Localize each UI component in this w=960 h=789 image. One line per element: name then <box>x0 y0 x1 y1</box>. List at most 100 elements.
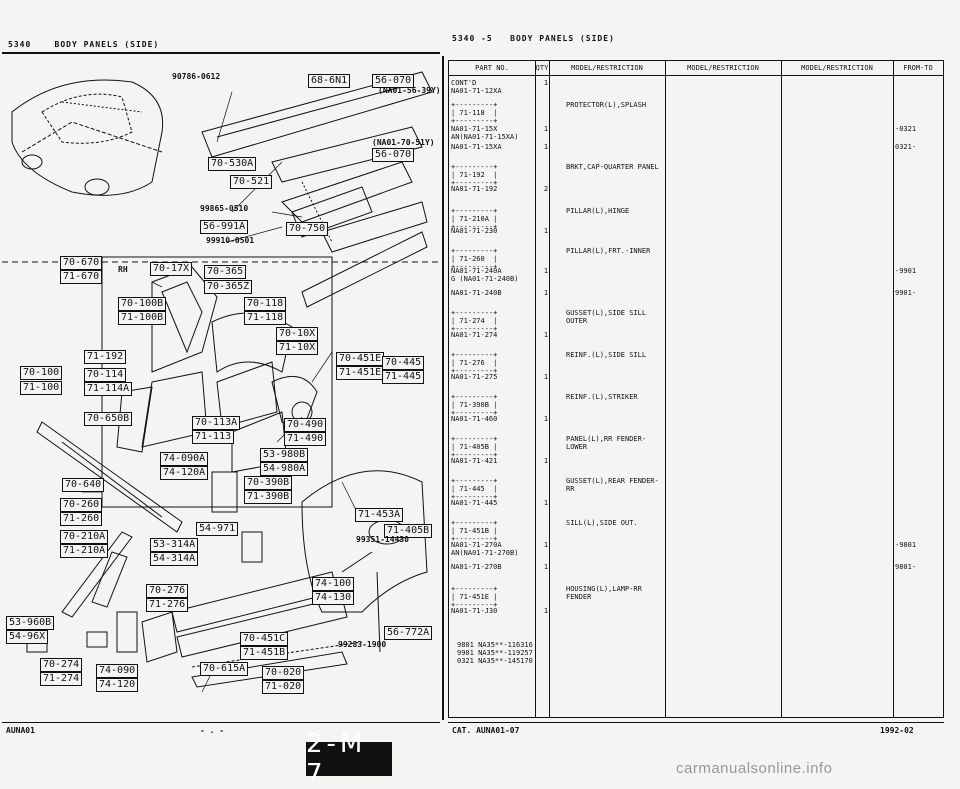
diagram-label: (NA01-70-51Y) <box>372 138 435 147</box>
description-cell: GUSSET(L),REAR FENDER-RR <box>566 477 659 493</box>
callout-part-number: 71-100 <box>20 381 63 395</box>
diagram-label: 90786-0612 <box>172 72 221 81</box>
part-number-cell: +---------+ | 71-451B | +---------+ <box>451 519 498 543</box>
upper-panels <box>201 71 433 308</box>
right-footer-rule <box>448 722 944 723</box>
from-to-cell: -9901 <box>895 267 917 275</box>
part-number-cell: +---------+ | 71-276 | +---------+ <box>451 351 498 375</box>
footer-date: 1992-02 <box>880 726 914 735</box>
callout-part-number: 71-670 <box>60 270 103 284</box>
qty-cell: 1 <box>543 499 549 507</box>
center-divider <box>442 56 444 720</box>
callout-part-number: 71-274 <box>40 672 83 686</box>
footer-catalog-left: AUNA01 <box>6 726 35 735</box>
qty-cell: 1 <box>543 563 549 571</box>
callout-part-number: 56-772A <box>384 626 433 640</box>
callout-part-number: 70-260 <box>60 498 103 512</box>
parts-table: PART NO. QTY MODEL/RESTRICTION MODEL/RES… <box>448 60 944 718</box>
part-number-cell: NA01-71-460 <box>451 415 498 423</box>
callout-part-number: 71-114A <box>84 382 133 396</box>
callout-part-number: 74-120 <box>96 678 139 692</box>
header-qty: QTY <box>535 64 549 72</box>
header-model-3: MODEL/RESTRICTION <box>801 64 873 72</box>
part-number-cell: NA01-71-275 <box>451 373 498 381</box>
callout-part-number: 70-100B <box>118 297 167 311</box>
from-to-cell: 0321- <box>895 143 917 151</box>
table-header-row: PART NO. QTY MODEL/RESTRICTION MODEL/RES… <box>449 61 943 76</box>
callout-part-number: 71-276 <box>146 598 189 612</box>
left-page-header: 5340 BODY PANELS (SIDE) <box>8 40 159 49</box>
qty-cell: 1 <box>543 125 549 133</box>
right-page-header: 5340 -5 BODY PANELS (SIDE) <box>452 34 615 43</box>
callout-part-number: 70-276 <box>146 584 189 598</box>
qty-cell: 2 <box>543 185 549 193</box>
from-to-cell: -0321 <box>895 125 917 133</box>
callout-part-number: 54-314A <box>150 552 199 566</box>
col-qty <box>535 61 550 717</box>
description-cell: REINF.(L),SIDE SILL <box>566 351 647 359</box>
callout-part-number: 70-670 <box>60 256 103 270</box>
callout-part-number: 71-020 <box>262 680 305 694</box>
description-cell: PILLAR(L),FRT.-INNER <box>566 247 651 255</box>
qty-cell: 1 <box>543 607 549 615</box>
callout-part-number: 71-118 <box>244 311 287 325</box>
callout-part-number: 70-100 <box>20 366 63 380</box>
serial-note: 9901 NA35**-119257 <box>457 649 533 657</box>
callout-part-number: 74-130 <box>312 591 355 605</box>
callout-part-number: 70-750 <box>286 222 329 236</box>
callout-part-number: 71-451B <box>240 646 289 660</box>
callout-part-number: 70-390B <box>244 476 293 490</box>
diagram-label: RH <box>118 265 128 274</box>
part-number-cell: NA01-71-270A AN(NA01-71-270B) <box>451 541 519 557</box>
serial-notes: 9801 NA35**-116316 9901 NA35**-119257 03… <box>457 641 533 665</box>
part-number-cell: NA01-71-15XA <box>451 143 502 151</box>
car-silhouette <box>11 79 164 196</box>
diagram-label: (NA01-56-39Y) <box>378 86 441 95</box>
callout-part-number: 70-114 <box>84 368 127 382</box>
callout-part-number: 71-405B <box>384 524 433 538</box>
callout-part-number: 71-192 <box>84 350 127 364</box>
callout-part-number: 71-390B <box>244 490 293 504</box>
callout-part-number: 74-090A <box>160 452 209 466</box>
part-number-cell: +---------+ | 71-445 | +---------+ <box>451 477 498 501</box>
callout-part-number: 54-980A <box>260 462 309 476</box>
description-cell: HOUSING(L),LAMP-RR FENDER <box>566 585 642 601</box>
col-model-3 <box>781 61 894 717</box>
callout-part-number: 56-991A <box>200 220 249 234</box>
callout-part-number: 71-445 <box>382 370 425 384</box>
callout-part-number: 71-453A <box>355 508 404 522</box>
header-part-no: PART NO. <box>475 64 509 72</box>
callout-part-number: 53-960B <box>6 616 55 630</box>
qty-cell: 1 <box>543 143 549 151</box>
from-to-cell: -9801 <box>895 541 917 549</box>
part-number-cell: NA01-71-445 <box>451 499 498 507</box>
callout-part-number: 70-365 <box>204 265 247 279</box>
left-header-title: BODY PANELS (SIDE) <box>54 40 160 49</box>
callout-part-number: 53-314A <box>150 538 199 552</box>
callout-part-number: 71-490 <box>284 432 327 446</box>
qty-cell: 1 <box>543 289 549 297</box>
callout-part-number: 56-070 <box>372 74 415 88</box>
callout-part-number: 70-490 <box>284 418 327 432</box>
diagram-label: 99351-14430 <box>356 535 409 544</box>
callout-part-number: 56-070 <box>372 148 415 162</box>
footer-dashes: - . - <box>200 726 225 735</box>
description-cell: GUSSET(L),SIDE SILL OUTER <box>566 309 647 325</box>
header-model-2: MODEL/RESTRICTION <box>687 64 759 72</box>
part-number-cell: CONT'D NA01-71-12XA <box>451 79 502 95</box>
callout-part-number: 71-100B <box>118 311 167 325</box>
callout-part-number: 53-980B <box>260 448 309 462</box>
part-number-cell: +---------+ | 71-210A | +---------+ <box>451 207 498 231</box>
from-to-cell: 9801- <box>895 563 917 571</box>
callout-part-number: 71-451E <box>336 366 385 380</box>
rear-fender <box>301 470 428 653</box>
col-model-2 <box>665 61 782 717</box>
qty-cell: 1 <box>543 267 549 275</box>
description-cell: SILL(L),SIDE OUT. <box>566 519 638 527</box>
callout-part-number: 70-530A <box>208 157 257 171</box>
callout-part-number: 71-113 <box>192 430 235 444</box>
callout-part-number: 71-260 <box>60 512 103 526</box>
callout-part-number: 54-96X <box>6 630 49 644</box>
part-number-cell: NA01-71-240B <box>451 289 502 297</box>
qty-cell: 1 <box>543 541 549 549</box>
